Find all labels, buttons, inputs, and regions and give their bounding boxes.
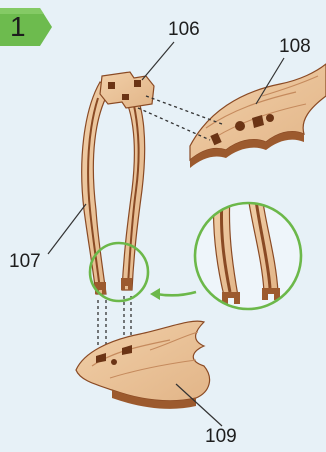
green-arrow-tab-icon (0, 8, 54, 46)
part-label-106: 106 (168, 20, 200, 40)
part-label-107: 107 (9, 252, 41, 272)
zoom-detail (195, 196, 301, 309)
step-number: 1 (10, 8, 26, 46)
part-108-wing (190, 64, 326, 168)
part-label-109: 109 (205, 427, 237, 447)
zoom-arrow-icon (150, 288, 196, 300)
part-label-108: 108 (279, 37, 311, 57)
